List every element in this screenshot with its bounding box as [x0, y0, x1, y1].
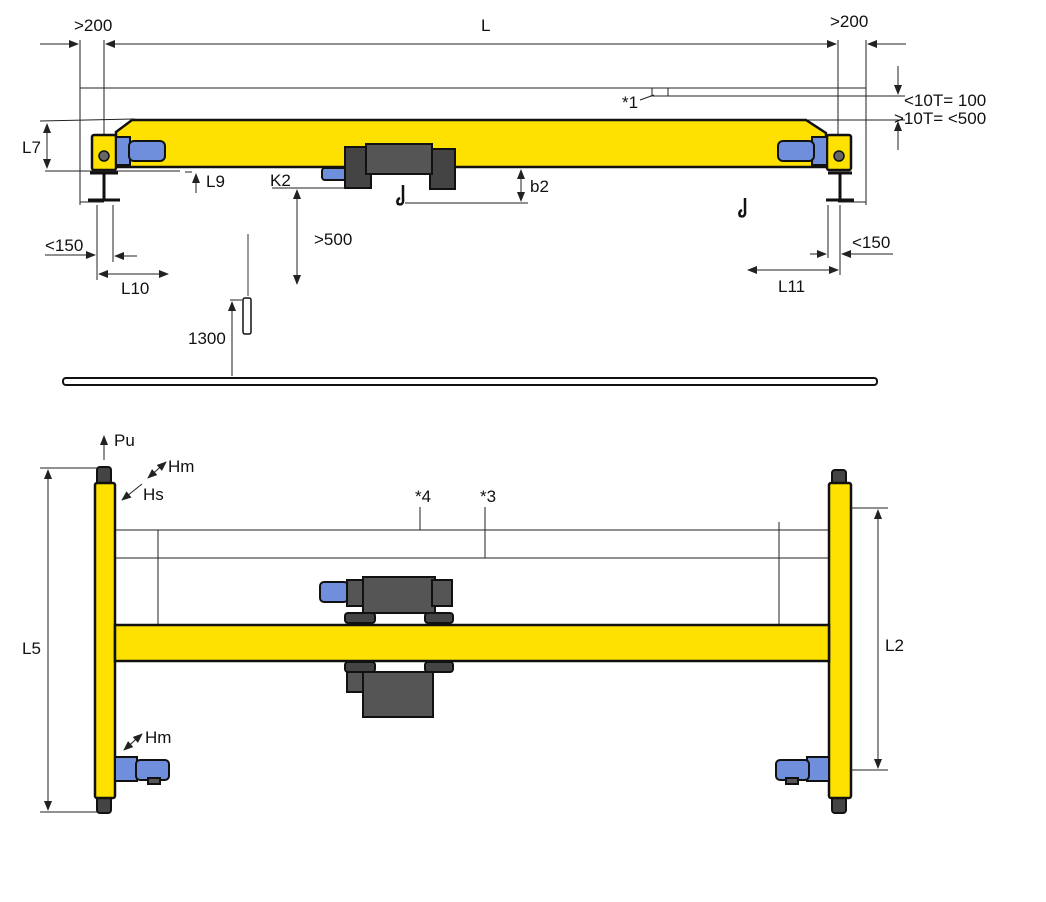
- dim-left-clearance: >200: [74, 16, 112, 35]
- note-4: *4: [415, 487, 431, 506]
- main-girder: [114, 118, 828, 169]
- dim-b2: b2: [530, 177, 549, 196]
- note-3: *3: [480, 487, 496, 506]
- load-Pu: Pu: [114, 431, 135, 450]
- dimension-lines-top: [40, 40, 906, 205]
- hoist-plan: [319, 576, 454, 718]
- wheel-left: [98, 150, 110, 162]
- travel-motor-bottom-right: [775, 756, 830, 785]
- main-girder-plan: [113, 623, 831, 663]
- dim-right-clearance: >200: [830, 12, 868, 31]
- dim-top-large: >10T= <500: [894, 109, 986, 128]
- dim-L7: L7: [22, 138, 41, 157]
- travel-motor-left: [115, 136, 131, 166]
- end-beam-right: [827, 481, 853, 800]
- elevation-view: >200 L >200 *1 <10T= 100 >10T= <500: [22, 12, 986, 386]
- rail-right: [826, 171, 854, 202]
- load-Hs: Hs: [143, 485, 164, 504]
- end-beam-left: [93, 481, 117, 800]
- dim-pendant-height: 1300: [188, 329, 226, 348]
- wheel-right: [833, 150, 845, 162]
- floor-line: [62, 377, 878, 386]
- dim-top-small: <10T= 100: [904, 91, 986, 110]
- dim-K2: K2: [270, 171, 291, 190]
- dim-L9: L9: [206, 172, 225, 191]
- load-Hm-bottom: Hm: [145, 728, 171, 747]
- plan-view: *4 *3: [22, 431, 904, 814]
- pendant-control-icon: [242, 297, 252, 335]
- dim-left-offset: <150: [45, 236, 83, 255]
- dim-span-L: L: [481, 16, 490, 35]
- dim-L10: L10: [121, 279, 149, 298]
- load-Hm-top: Hm: [168, 457, 194, 476]
- hoist-trolley: [321, 143, 456, 190]
- travel-motor-bottom-left: [114, 756, 170, 785]
- hook-icon: [738, 198, 747, 218]
- note-1: *1: [622, 93, 638, 112]
- rail-left: [88, 171, 120, 202]
- dim-L5: L5: [22, 639, 41, 658]
- dim-L11: L11: [778, 277, 805, 296]
- dim-L2: L2: [885, 636, 904, 655]
- hook-icon: [396, 185, 405, 206]
- dim-right-offset: <150: [852, 233, 890, 252]
- dim-hook-clearance: >500: [314, 230, 352, 249]
